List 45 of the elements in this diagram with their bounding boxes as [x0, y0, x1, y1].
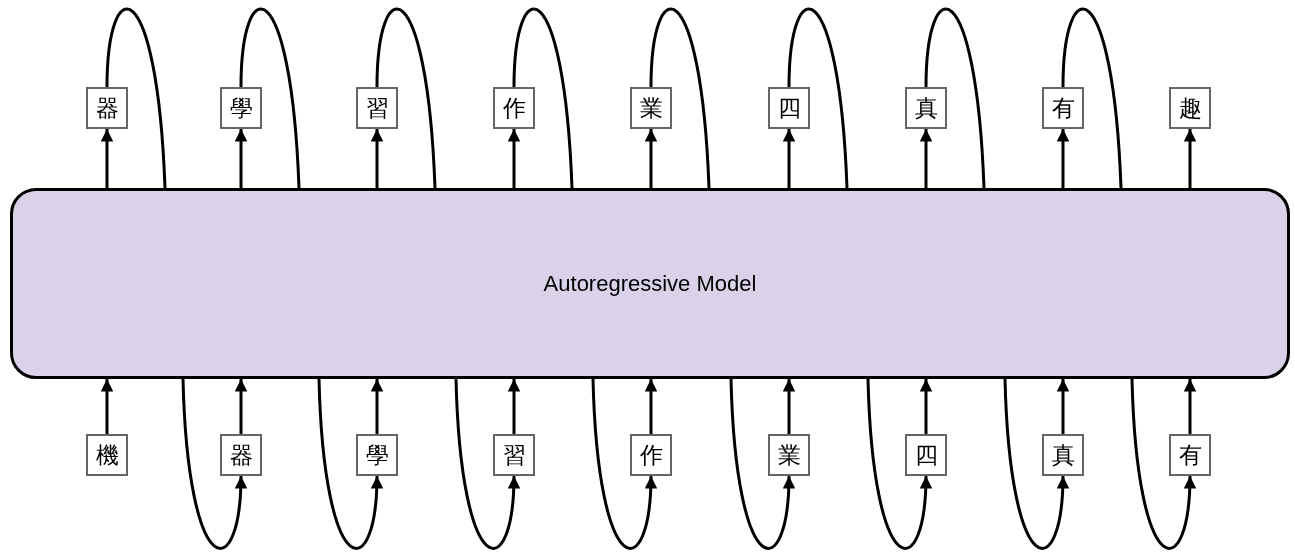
token-box: 習 — [493, 434, 535, 476]
arrow — [919, 379, 933, 434]
token-box: 習 — [356, 87, 398, 129]
token-box: 器 — [220, 434, 262, 476]
arrow — [507, 129, 521, 188]
arrow — [782, 129, 796, 188]
arrow — [729, 378, 795, 550]
arrow — [370, 379, 384, 434]
token-box: 有 — [1169, 434, 1211, 476]
arrow — [234, 379, 248, 434]
arrow — [1003, 378, 1069, 550]
arrow — [1056, 129, 1070, 188]
token-box: 業 — [768, 434, 810, 476]
arrow — [591, 378, 657, 550]
token-box: 作 — [493, 87, 535, 129]
arrow — [644, 379, 658, 434]
token-box: 有 — [1042, 87, 1084, 129]
arrow — [1183, 129, 1197, 188]
token-box: 趣 — [1169, 87, 1211, 129]
token-box: 作 — [630, 434, 672, 476]
token-box: 真 — [905, 87, 947, 129]
arrow — [100, 379, 114, 434]
model-box: Autoregressive Model — [10, 188, 1290, 379]
arrow — [100, 129, 114, 188]
arrow — [866, 378, 932, 550]
token-box: 學 — [356, 434, 398, 476]
arrow — [507, 379, 521, 434]
token-box: 四 — [905, 434, 947, 476]
token-box: 業 — [630, 87, 672, 129]
arrow — [234, 129, 248, 188]
arrow — [317, 378, 383, 550]
token-box: 機 — [86, 434, 128, 476]
token-box: 真 — [1042, 434, 1084, 476]
arrow — [1056, 379, 1070, 434]
arrow — [919, 129, 933, 188]
token-box: 器 — [86, 87, 128, 129]
arrow — [181, 378, 247, 550]
token-box: 學 — [220, 87, 262, 129]
arrow — [454, 378, 520, 550]
arrow — [370, 129, 384, 188]
token-box: 四 — [768, 87, 810, 129]
arrow — [1183, 379, 1197, 434]
arrow — [644, 129, 658, 188]
arrow — [1130, 378, 1196, 550]
arrow — [782, 379, 796, 434]
